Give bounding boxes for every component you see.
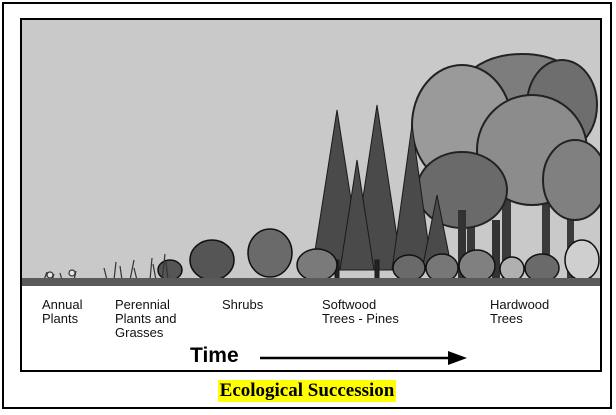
- succession-scene: [22, 20, 600, 365]
- stage-label-annual-plants: Annual Plants: [42, 297, 83, 326]
- shrubs: [157, 228, 600, 283]
- stage-label-perennial-plants: Perennial Plants and Grasses: [115, 297, 177, 340]
- figure-frame: Annual Plants Perennial Plants and Grass…: [2, 2, 612, 409]
- stage-label-softwood-trees: Softwood Trees - Pines: [322, 297, 399, 326]
- ground-strip: [22, 278, 600, 286]
- stage-label-hardwood-trees: Hardwood Trees: [490, 297, 550, 326]
- figure-caption: Ecological Succession: [217, 380, 397, 402]
- succession-illustration: Annual Plants Perennial Plants and Grass…: [20, 18, 602, 372]
- pine-trees: [311, 104, 453, 281]
- time-label: Time: [190, 344, 239, 367]
- small-plants: [43, 253, 169, 281]
- stage-label-shrubs: Shrubs: [222, 297, 264, 312]
- time-arrow: [260, 351, 467, 365]
- caption-container: Ecological Succession: [4, 380, 610, 402]
- hardwood-trees: [411, 53, 600, 280]
